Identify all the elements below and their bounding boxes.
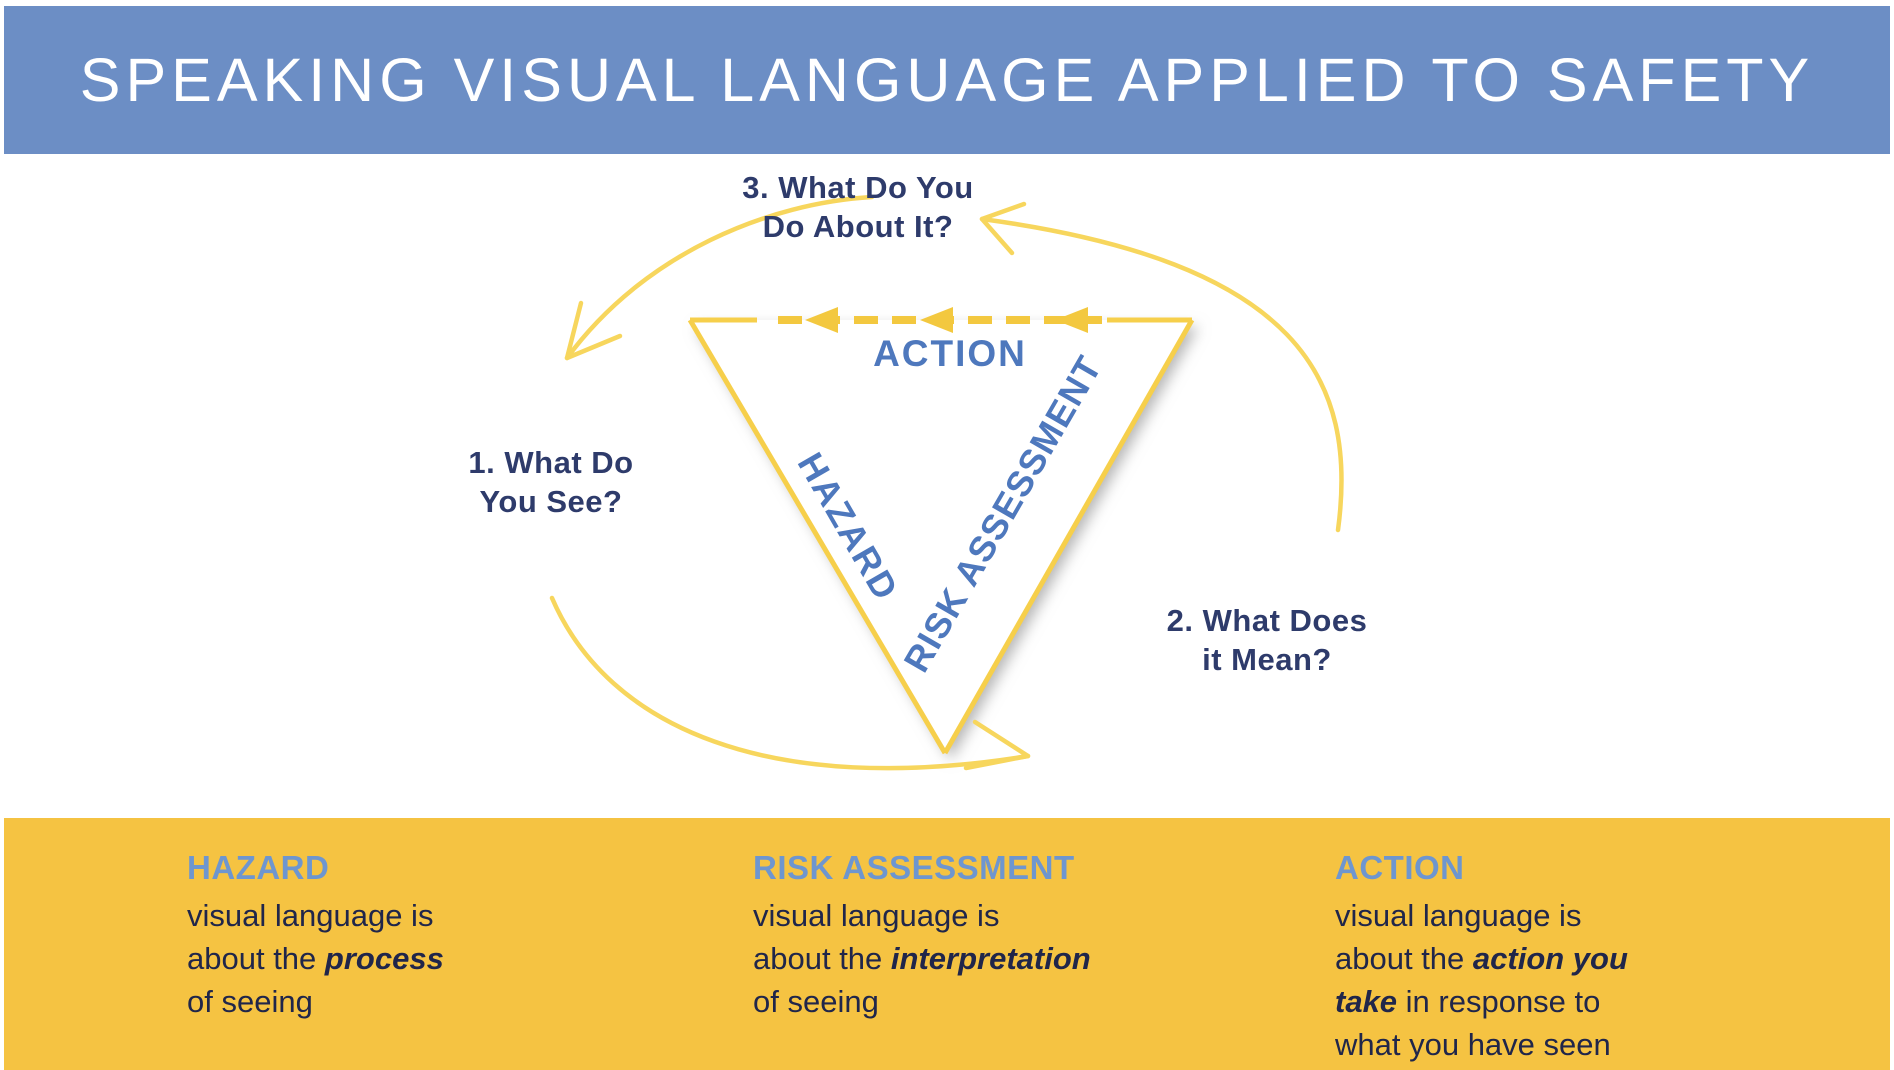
cycle-arc-top-left (564, 194, 875, 361)
triangle-right-edge (942, 318, 1195, 755)
arrow-down-left-icon (564, 300, 623, 361)
triangle-shape (690, 320, 1192, 753)
step-label-2-line1: 2. What Does (1166, 603, 1368, 638)
page-title: SPEAKING VISUAL LANGUAGE APPLIED TO SAFE… (79, 46, 1815, 114)
left-arrowhead-icon (1055, 307, 1088, 333)
header-band: SPEAKING VISUAL LANGUAGE APPLIED TO SAFE… (4, 6, 1890, 154)
arrow-up-left-icon (979, 201, 1027, 256)
step-label-1: 1. What Do You See? (468, 443, 633, 521)
left-arrowhead-icon (920, 307, 953, 333)
cycle-diagram-svg (549, 194, 1344, 771)
triangle-label-action: ACTION (873, 333, 1027, 374)
cycle-arc-bottom (549, 595, 1031, 771)
footer-column-risk-assessment-heading: RISK ASSESSMENT (753, 849, 1075, 886)
step-label-1-line1: 1. What Do (468, 445, 634, 480)
step-label-2-line2: it Mean? (1202, 642, 1332, 677)
cycle-diagram: 1. What Do You See? 2. What Does it Mean… (0, 154, 1894, 818)
footer-column-action-heading: ACTION (1335, 849, 1465, 886)
footer-column-hazard-heading: HAZARD (187, 849, 330, 886)
step-label-3-line2: Do About It? (762, 209, 954, 244)
step-label-3: 3. What Do You Do About It? (742, 168, 973, 246)
step-label-1-line2: You See? (479, 484, 623, 519)
triangle-left-edge (687, 318, 948, 755)
left-arrowhead-icon (805, 307, 838, 333)
cycle-arc-right (979, 216, 1344, 533)
arrow-right-icon (963, 719, 1031, 771)
step-label-2: 2. What Does it Mean? (1167, 601, 1368, 679)
step-label-3-line1: 3. What Do You (742, 170, 974, 205)
